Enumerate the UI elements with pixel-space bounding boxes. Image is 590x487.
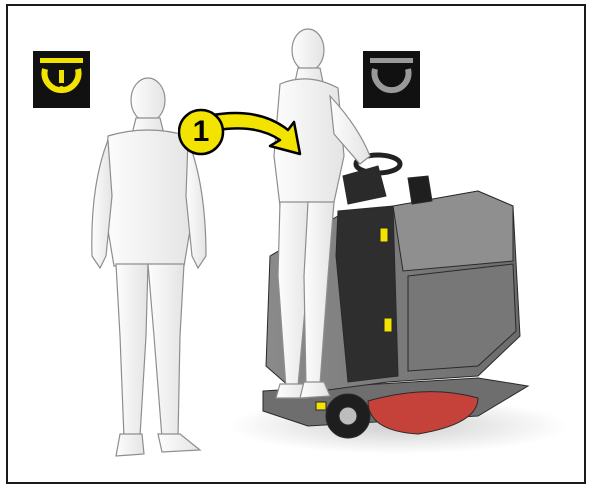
warning-lock-icon [33,51,90,108]
step-number-label: 1 [179,110,223,154]
scene-illustration [8,6,584,482]
lock-inactive-icon [363,51,420,108]
illustration-frame: 1 [6,4,586,484]
